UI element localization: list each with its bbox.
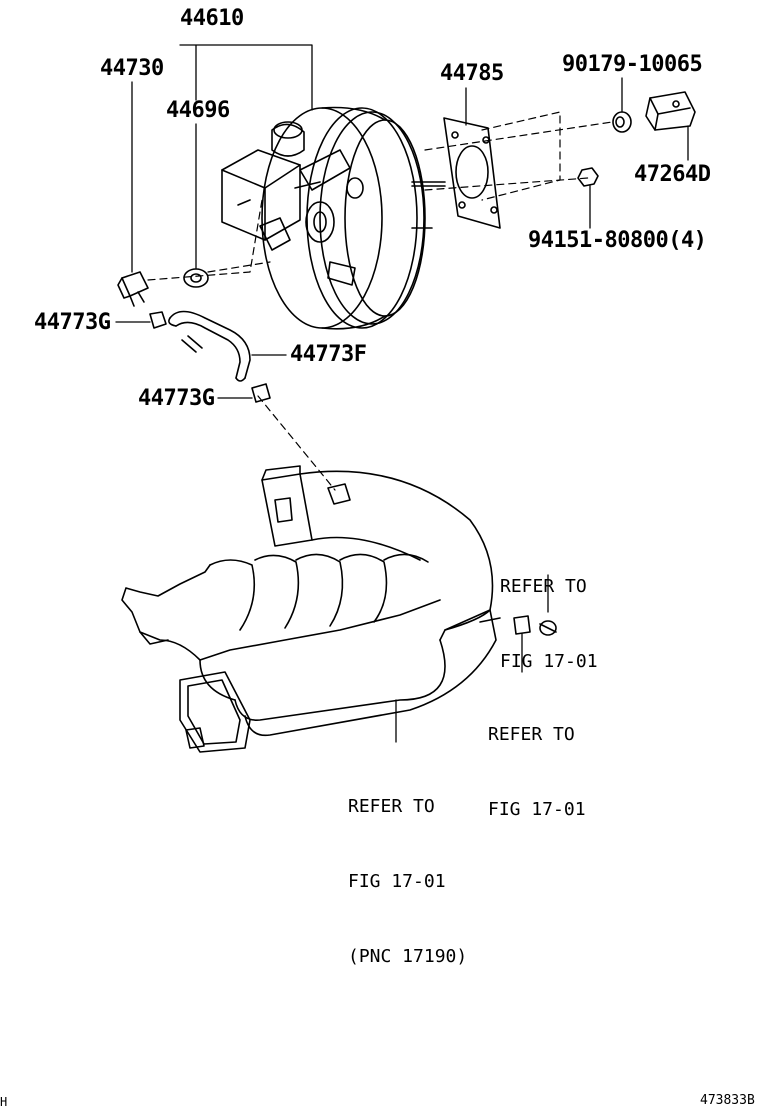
label-94151-80800: 94151-80800(4) bbox=[528, 228, 707, 253]
intake-manifold bbox=[121, 465, 557, 753]
refer-note-b-line1: REFER TO bbox=[488, 724, 575, 745]
refer-note-b: REFER TO FIG 17-01 bbox=[488, 672, 586, 847]
footer-left-mark: H bbox=[0, 1095, 8, 1109]
clip-44773g-bottom bbox=[251, 383, 271, 403]
clip-90179 bbox=[612, 111, 632, 133]
label-44773g-top: 44773G bbox=[34, 310, 111, 335]
refer-note-c: REFER TO FIG 17-01 (PNC 17190) bbox=[348, 744, 467, 994]
gasket bbox=[443, 117, 501, 229]
refer-note-a-line2: FIG 17-01 bbox=[500, 651, 598, 672]
master-cylinder bbox=[221, 121, 321, 251]
label-44610: 44610 bbox=[180, 6, 244, 31]
label-44730: 44730 bbox=[100, 56, 164, 81]
illustration-id: 473833B bbox=[700, 1093, 755, 1108]
clip-44773g-top bbox=[149, 311, 167, 329]
refer-note-c-line1: REFER TO bbox=[348, 796, 435, 817]
label-44696: 44696 bbox=[166, 98, 230, 123]
refer-note-c-line2: FIG 17-01 bbox=[348, 871, 446, 892]
brake-booster bbox=[261, 106, 446, 330]
leader-lines bbox=[115, 44, 689, 743]
refer-note-b-line2: FIG 17-01 bbox=[488, 799, 586, 820]
refer-note-c-line3: (PNC 17190) bbox=[348, 946, 468, 967]
vacuum-hose bbox=[168, 310, 251, 382]
label-44773f: 44773F bbox=[290, 342, 367, 367]
label-90179-10065: 90179-10065 bbox=[562, 52, 703, 77]
label-47264d: 47264D bbox=[634, 162, 711, 187]
nut-94151 bbox=[577, 167, 599, 187]
dashed-lines bbox=[147, 111, 613, 491]
label-44785: 44785 bbox=[440, 61, 504, 86]
grommet-44696 bbox=[183, 268, 209, 288]
clevis bbox=[645, 91, 696, 131]
check-valve bbox=[117, 271, 149, 307]
label-44773g-bottom: 44773G bbox=[138, 386, 215, 411]
refer-note-a: REFER TO FIG 17-01 bbox=[500, 524, 598, 699]
refer-note-a-line1: REFER TO bbox=[500, 576, 587, 597]
